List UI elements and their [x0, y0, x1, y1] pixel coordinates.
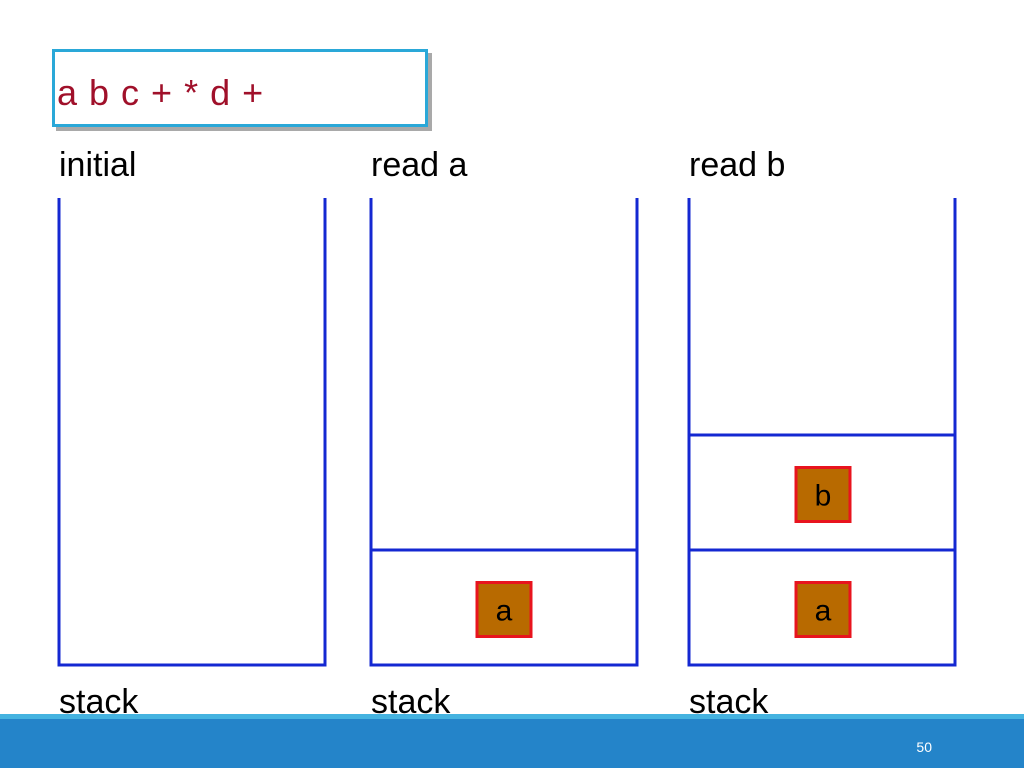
stack-item-box: [794, 466, 852, 523]
footer-bar: 50: [0, 714, 1024, 768]
stack-item-box: [475, 581, 533, 638]
step-caption-initial: initial: [59, 146, 137, 184]
step-caption-read-a: read a: [371, 146, 468, 184]
page-number: 50: [916, 739, 932, 755]
step-caption-read-b: read b: [689, 146, 786, 184]
stack-item-box: [794, 581, 852, 638]
postfix-expression: a b c + * d +: [57, 72, 265, 113]
stack-item-label: b: [815, 480, 832, 513]
stack-item-label: a: [815, 595, 832, 628]
stack-item-label: a: [496, 595, 513, 628]
postfix-expression-box: a b c + * d +: [52, 49, 428, 127]
